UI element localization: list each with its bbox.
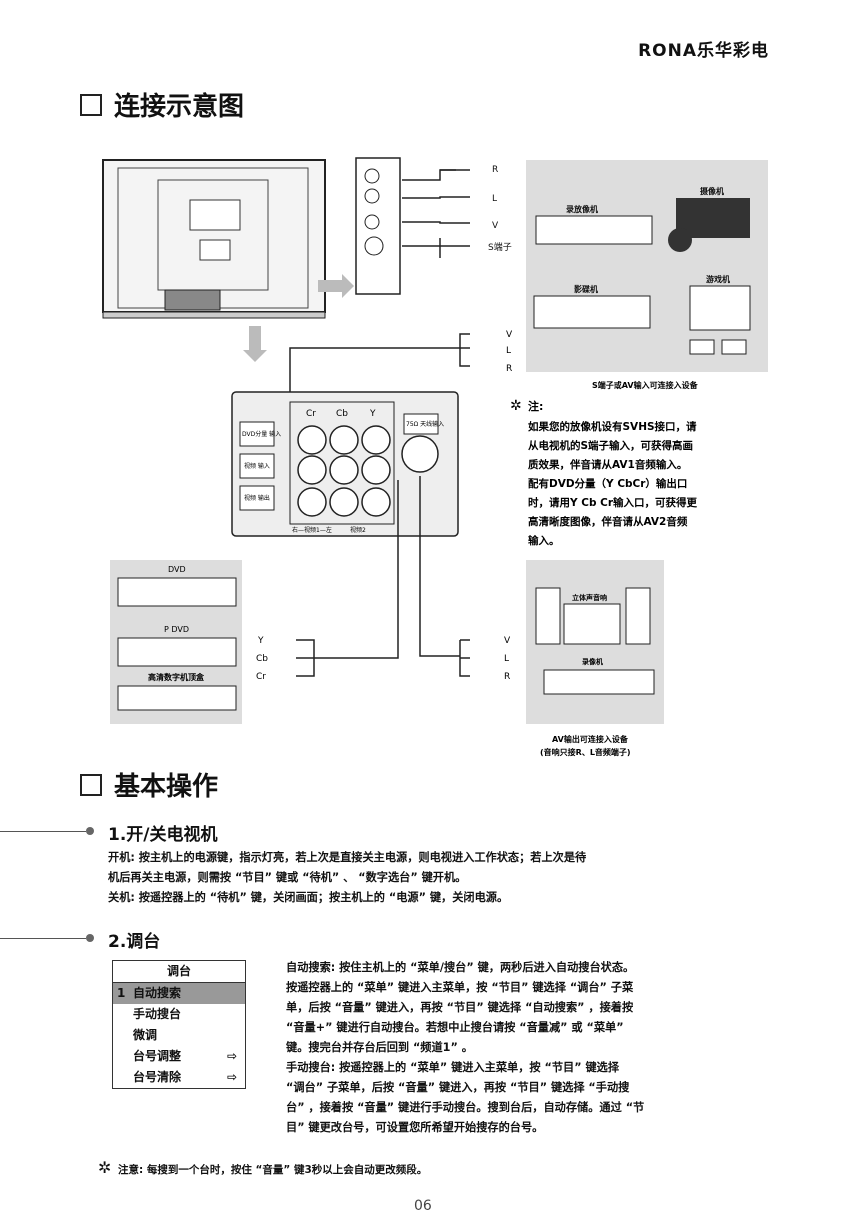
tuning-title: 2.调台 [108,932,161,952]
tuning-line-8: 台” ，接着按 “音量” 键进行手动搜台。搜到台后，自动存储。通过 “节 [286,1101,645,1114]
label-s-terminal: S端子 [488,241,512,253]
game-console-device [689,285,751,355]
checkbox-square-icon [80,773,102,796]
menu-item-channel-clear[interactable]: 台号清除 ⇨ [113,1067,245,1088]
tuning-text: 自动搜索: 按住主机上的 “菜单/搜台” 键，两秒后进入自动搜台状态。 按遥控器… [286,958,786,1138]
note-line-3: 质效果，伴音请从AV1音频输入。 [528,458,687,471]
label-v-bottom: V [504,636,511,646]
vcr-top-device [535,215,653,245]
page-number: 06 [414,1198,432,1214]
section-connection-title: 连接示意图 [80,86,244,123]
note-star-icon: ✲ [510,398,522,414]
footnote: 注意: 每搜到一个台时，按住 “音量” 键3秒以上会自动更改频段。 [118,1164,428,1176]
label-r-top: R [492,165,498,175]
device-label-dvd: 影碟机 [574,284,598,294]
note-star-icon: ✲ [98,1158,112,1177]
arrow-down-icon [243,326,267,362]
note-line-6: 高清晰度图像，伴音请从AV2音频 [528,515,688,528]
note-line-5: 时，请用Y Cb Cr输入口，可获得更 [528,496,698,509]
bottom-caption-2: (音响只接R、L音频端子) [540,747,631,757]
bottom-caption-1: AV输出可连接入设备 [552,734,629,744]
label-l-bottom: L [504,654,509,664]
arrow-right-icon: ⇨ [226,1070,237,1084]
tuning-line-4: “音量+” 键进行自动搜台。若想中止搜台请按 “音量减” 或 “菜单” [286,1021,624,1034]
arrow-right-icon: ⇨ [226,1049,237,1063]
menu-item-manual-search[interactable]: 手动搜台 [113,1004,245,1025]
menu-item-channel-adjust[interactable]: 台号调整 ⇨ [113,1046,245,1067]
tuning-menu: 调台 1 自动搜索 手动搜台 微调 台号调整 ⇨ 台号清除 ⇨ [112,960,246,1089]
tuning-line-6: 手动搜台: 按遥控器上的 “菜单” 键进入主菜单，按 “节目” 键选择 [286,1061,620,1074]
camcorder-device [668,198,750,252]
menu-index: 1 [117,986,126,1000]
label-l-mid: L [506,346,511,356]
panel-bottom-1: 右—视频1—左 [292,526,332,534]
power-title: 1.开/关电视机 [108,825,218,845]
section-title-text: 基本操作 [114,772,219,802]
note-line-7: 输入。 [528,534,560,547]
checkbox-square-icon [80,93,102,116]
dvd-component-input: DVD分量 输入 [242,430,281,438]
power-line-3: 关机: 按遥控器上的 “待机” 键，关闭画面；按主机上的 “电源” 键，关闭电源… [108,891,509,904]
brand-logo: RONA乐华彩电 [638,41,769,61]
label-cr: Cr [256,672,266,682]
note-line-2: 从电视机的S端子输入，可获得高画 [528,439,693,452]
device-stb: 高清数字机顶盒 [148,672,205,682]
device-label-vcr: 录放像机 [566,204,598,214]
top-devices-panel [526,160,768,372]
device-label-camcorder: 摄像机 [700,186,724,196]
note-head: 注: [528,399,543,413]
connection-diagram: R L V S端子 录放像机 摄像机 影碟机 游戏机 S端子或AV输入可连接入设… [102,157,768,757]
top-caption: S端子或AV输入可连接入设备 [592,380,699,390]
device-stereo: 立体声音响 [572,593,607,602]
label-v-top: V [492,221,499,231]
arrow-right-icon [318,274,354,298]
power-line-2: 机后再关主电源，则需按 “节目” 键或 “待机” 、 “数字选台” 键开机。 [108,871,467,884]
note-line-1: 如果您的放像机设有SVHS接口，请 [528,420,697,433]
tuning-line-5: 键。搜完台并存台后回到 “频道1” 。 [286,1041,473,1054]
label-l-top: L [492,194,497,204]
tuning-line-7: “调台” 子菜单，后按 “音量” 键进入，再按 “节目” 键选择 “手动搜 [286,1081,630,1094]
section-basic-ops-title: 基本操作 [80,766,218,803]
menu-item-label: 微调 [133,1028,158,1042]
leader-line [0,938,86,939]
menu-item-label: 手动搜台 [133,1007,182,1021]
note-line-4: 配有DVD分量（Y CbCr）输出口 [528,477,687,490]
col-y: Y [369,409,376,419]
menu-item-label: 台号清除 [133,1070,182,1084]
device-dvd: DVD [168,565,186,574]
menu-item-label: 台号调整 [133,1049,182,1063]
section-title-text: 连接示意图 [114,92,245,122]
power-text: 开机: 按主机上的电源键，指示灯亮，若上次是直接关主电源，则电视进入工作状态；若… [108,848,788,908]
bullet-dot-icon [86,934,94,942]
tv-antenna-input: 75Ω 天线输入 [406,420,444,428]
power-line-1: 开机: 按主机上的电源键，指示灯亮，若上次是直接关主电源，则电视进入工作状态；若… [108,851,587,864]
menu-header: 调台 [113,961,245,983]
label-v-mid: V [506,330,513,340]
menu-item-fine-tune[interactable]: 微调 [113,1025,245,1046]
video-input-label: 视频 输入 [244,462,270,470]
label-r-bottom: R [504,672,510,682]
device-label-game: 游戏机 [706,274,730,284]
video-output-label: 视频 输出 [244,494,270,502]
device-pdvd: P DVD [164,625,189,634]
col-cb: Cb [336,409,348,419]
label-cb: Cb [256,654,268,664]
device-vcr-bottom: 录像机 [582,657,603,666]
tuning-line-9: 目” 键更改台号，可设置您所希望开始搜存的台号。 [286,1121,544,1134]
leader-line [0,831,86,832]
tuning-line-1: 自动搜索: 按住主机上的 “菜单/搜台” 键，两秒后进入自动搜台状态。 [286,961,635,974]
label-y: Y [257,636,264,646]
bullet-dot-icon [86,827,94,835]
menu-item-label: 自动搜索 [133,986,182,1000]
menu-item-auto-search[interactable]: 1 自动搜索 [113,983,245,1004]
tuning-line-2: 按遥控器上的 “菜单” 键进入主菜单，按 “节目” 键选择 “调台” 子菜 [286,981,634,994]
tuning-line-3: 单，后按 “音量” 键进入，再按 “节目” 键选择 “自动搜索” ，接着按 [286,1001,634,1014]
tv-back-illustration [102,159,326,319]
col-cr: Cr [306,409,316,419]
panel-bottom-2: 视频2 [350,526,366,534]
label-r-mid: R [506,364,512,374]
dvd-player-device [533,295,651,329]
